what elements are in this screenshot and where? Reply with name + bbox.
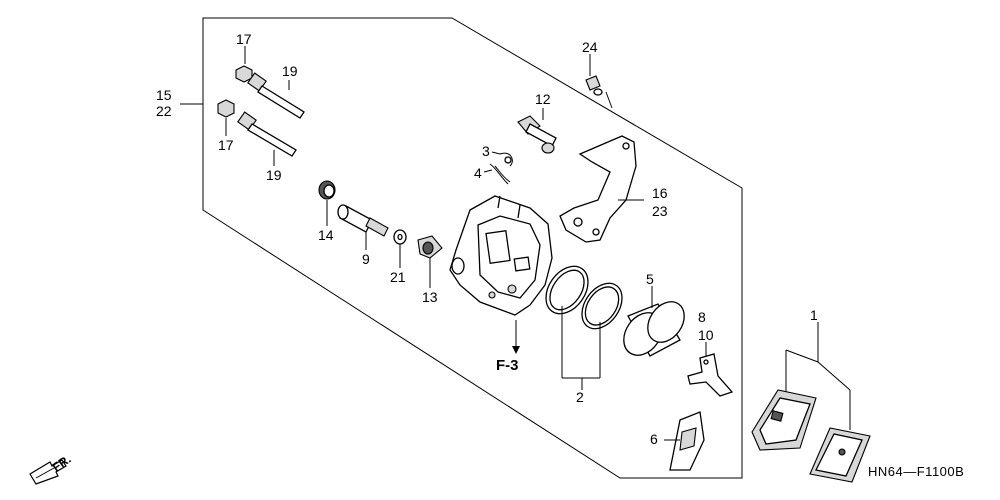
part-24-bleeder <box>585 75 603 96</box>
leader-lines <box>225 46 851 441</box>
callout-16: 16 <box>652 185 668 201</box>
callout-4: 4 <box>474 165 482 181</box>
callout-8: 8 <box>698 309 706 325</box>
part-13-boot <box>417 235 443 259</box>
part-19-lower <box>237 111 297 157</box>
caliper-bracket <box>559 135 637 243</box>
assembly-outline <box>202 17 743 479</box>
callout-24: 24 <box>582 39 598 55</box>
reference-label: F-3 <box>496 357 519 374</box>
callout-5: 5 <box>646 271 654 287</box>
part-2-seals <box>545 265 623 330</box>
callout-17-upper: 17 <box>236 31 252 47</box>
reference-arrow <box>512 344 520 354</box>
callout-19-lower: 19 <box>266 167 282 183</box>
callout-15: 15 <box>156 87 172 103</box>
part-12-bolt <box>517 115 557 154</box>
callout-9: 9 <box>362 251 370 267</box>
part-5-piston <box>623 301 685 357</box>
part-9-pin <box>337 204 389 237</box>
part-21-washer <box>393 229 407 245</box>
front-direction-arrow <box>29 459 67 485</box>
part-1-pads <box>751 389 871 483</box>
callout-1: 1 <box>810 307 818 323</box>
callout-2: 2 <box>576 389 584 405</box>
part-14-cap <box>318 180 336 200</box>
caliper-body <box>449 195 553 316</box>
callout-12: 12 <box>535 91 551 107</box>
callout-14: 14 <box>318 227 334 243</box>
part-4-pin <box>489 163 511 185</box>
callout-22: 22 <box>156 103 172 119</box>
part-3-clip <box>499 152 513 167</box>
callout-13: 13 <box>422 289 438 305</box>
callout-6: 6 <box>650 431 658 447</box>
callout-19-upper: 19 <box>282 63 298 79</box>
callout-23: 23 <box>652 203 668 219</box>
part-17-lower <box>217 99 235 118</box>
part-6-pad-spring <box>669 411 705 471</box>
callout-10: 10 <box>698 327 714 343</box>
part-8-10-spring <box>687 353 734 397</box>
callout-3: 3 <box>482 143 490 159</box>
diagram-code: HN64—F1100B <box>868 464 964 479</box>
callout-17-lower: 17 <box>218 137 234 153</box>
callout-21: 21 <box>390 269 406 285</box>
part-19-upper <box>247 72 305 119</box>
